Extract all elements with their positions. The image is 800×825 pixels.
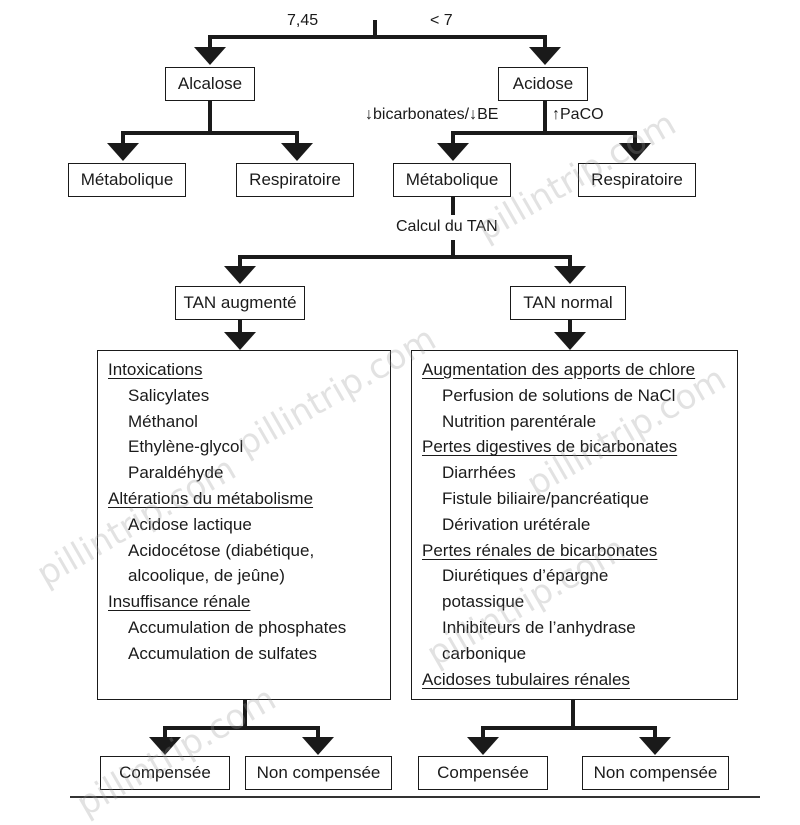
- connector-line: [208, 35, 547, 47]
- bicarbonate-branch-label: ↓bicarbonates/↓BE: [365, 106, 499, 123]
- arrowhead: [529, 47, 561, 65]
- cause-item: potassique: [442, 592, 525, 612]
- ph-low-label: < 7: [430, 12, 453, 29]
- cause-item: Perfusion de solutions de NaCl: [442, 385, 676, 405]
- cause-item: Dérivation urétérale: [442, 514, 591, 534]
- alcalose-node: Alcalose: [165, 67, 255, 101]
- connector-line: [451, 131, 637, 143]
- connector-line: [238, 255, 572, 267]
- arrowhead: [437, 143, 469, 161]
- cause-category: Pertes rénales de bicarbonates: [422, 540, 658, 560]
- connector-line: [163, 726, 320, 738]
- cause-item: Salicylates: [128, 385, 210, 405]
- arrowhead: [554, 266, 586, 284]
- cause-category: Intoxications: [108, 360, 203, 379]
- tan-normal-node: TAN normal: [510, 286, 626, 320]
- tan-augmente-node: TAN augmenté: [175, 286, 305, 320]
- arrowhead: [619, 143, 651, 161]
- arrowhead: [224, 266, 256, 284]
- arrowhead: [302, 737, 334, 755]
- paco2-branch-label: ↑PaCO: [552, 106, 604, 123]
- left-non-compensee-node: Non compensée: [245, 756, 392, 790]
- ph-high-label: 7,45: [287, 12, 319, 29]
- bottom-rule: [70, 796, 760, 798]
- cause-category: Acidoses tubulaires rénales: [422, 669, 630, 689]
- arrowhead: [281, 143, 313, 161]
- cause-item: Acidose lactique: [128, 514, 252, 534]
- diagram-connectors: [107, 20, 671, 755]
- acidose-node: Acidose: [498, 67, 588, 101]
- cause-item: Nutrition parentérale: [442, 411, 597, 431]
- cause-item: Acidocétose (diabétique,: [128, 540, 315, 560]
- alcalose-metabolique-node: Métabolique: [68, 163, 186, 197]
- cause-item: Méthanol: [128, 411, 198, 431]
- cause-item: Diarrhées: [442, 463, 516, 483]
- cause-item: Diurétiques d’épargne: [442, 566, 609, 586]
- cause-item: carbonique: [442, 643, 527, 663]
- cause-item: alcoolique, de jeûne): [128, 566, 285, 586]
- arrowhead: [467, 737, 499, 755]
- arrowhead: [224, 332, 256, 350]
- alcalose-respiratoire-node: Respiratoire: [236, 163, 354, 197]
- cause-category: Altérations du métabolisme: [108, 488, 314, 508]
- cause-item: Paraldéhyde: [128, 463, 224, 483]
- cause-category: Augmentation des apports de chlore: [422, 360, 696, 379]
- cause-item: Fistule biliaire/pancréatique: [442, 488, 649, 508]
- arrowhead: [554, 332, 586, 350]
- cause-item: Accumulation de sulfates: [128, 643, 317, 663]
- arrowhead: [194, 47, 226, 65]
- cause-item: Inhibiteurs de l’anhydrase: [442, 617, 636, 637]
- arrowhead: [107, 143, 139, 161]
- acidose-respiratoire-node: Respiratoire: [578, 163, 696, 197]
- connector-line: [481, 726, 657, 738]
- acidose-metabolique-node: Métabolique: [393, 163, 511, 197]
- cause-item: Ethylène-glycol: [128, 437, 244, 457]
- calcul-tan-label: Calcul du TAN: [396, 218, 498, 235]
- cause-item: Accumulation de phosphates: [128, 617, 347, 637]
- right-compensee-node: Compensée: [418, 756, 548, 790]
- arrowhead: [149, 737, 181, 755]
- left-compensee-node: Compensée: [100, 756, 230, 790]
- connector-line: [121, 131, 299, 143]
- right-non-compensee-node: Non compensée: [582, 756, 729, 790]
- cause-category: Pertes digestives de bicarbonates: [422, 437, 678, 457]
- arrowhead: [639, 737, 671, 755]
- cause-category: Insuffisance rénale: [108, 592, 251, 612]
